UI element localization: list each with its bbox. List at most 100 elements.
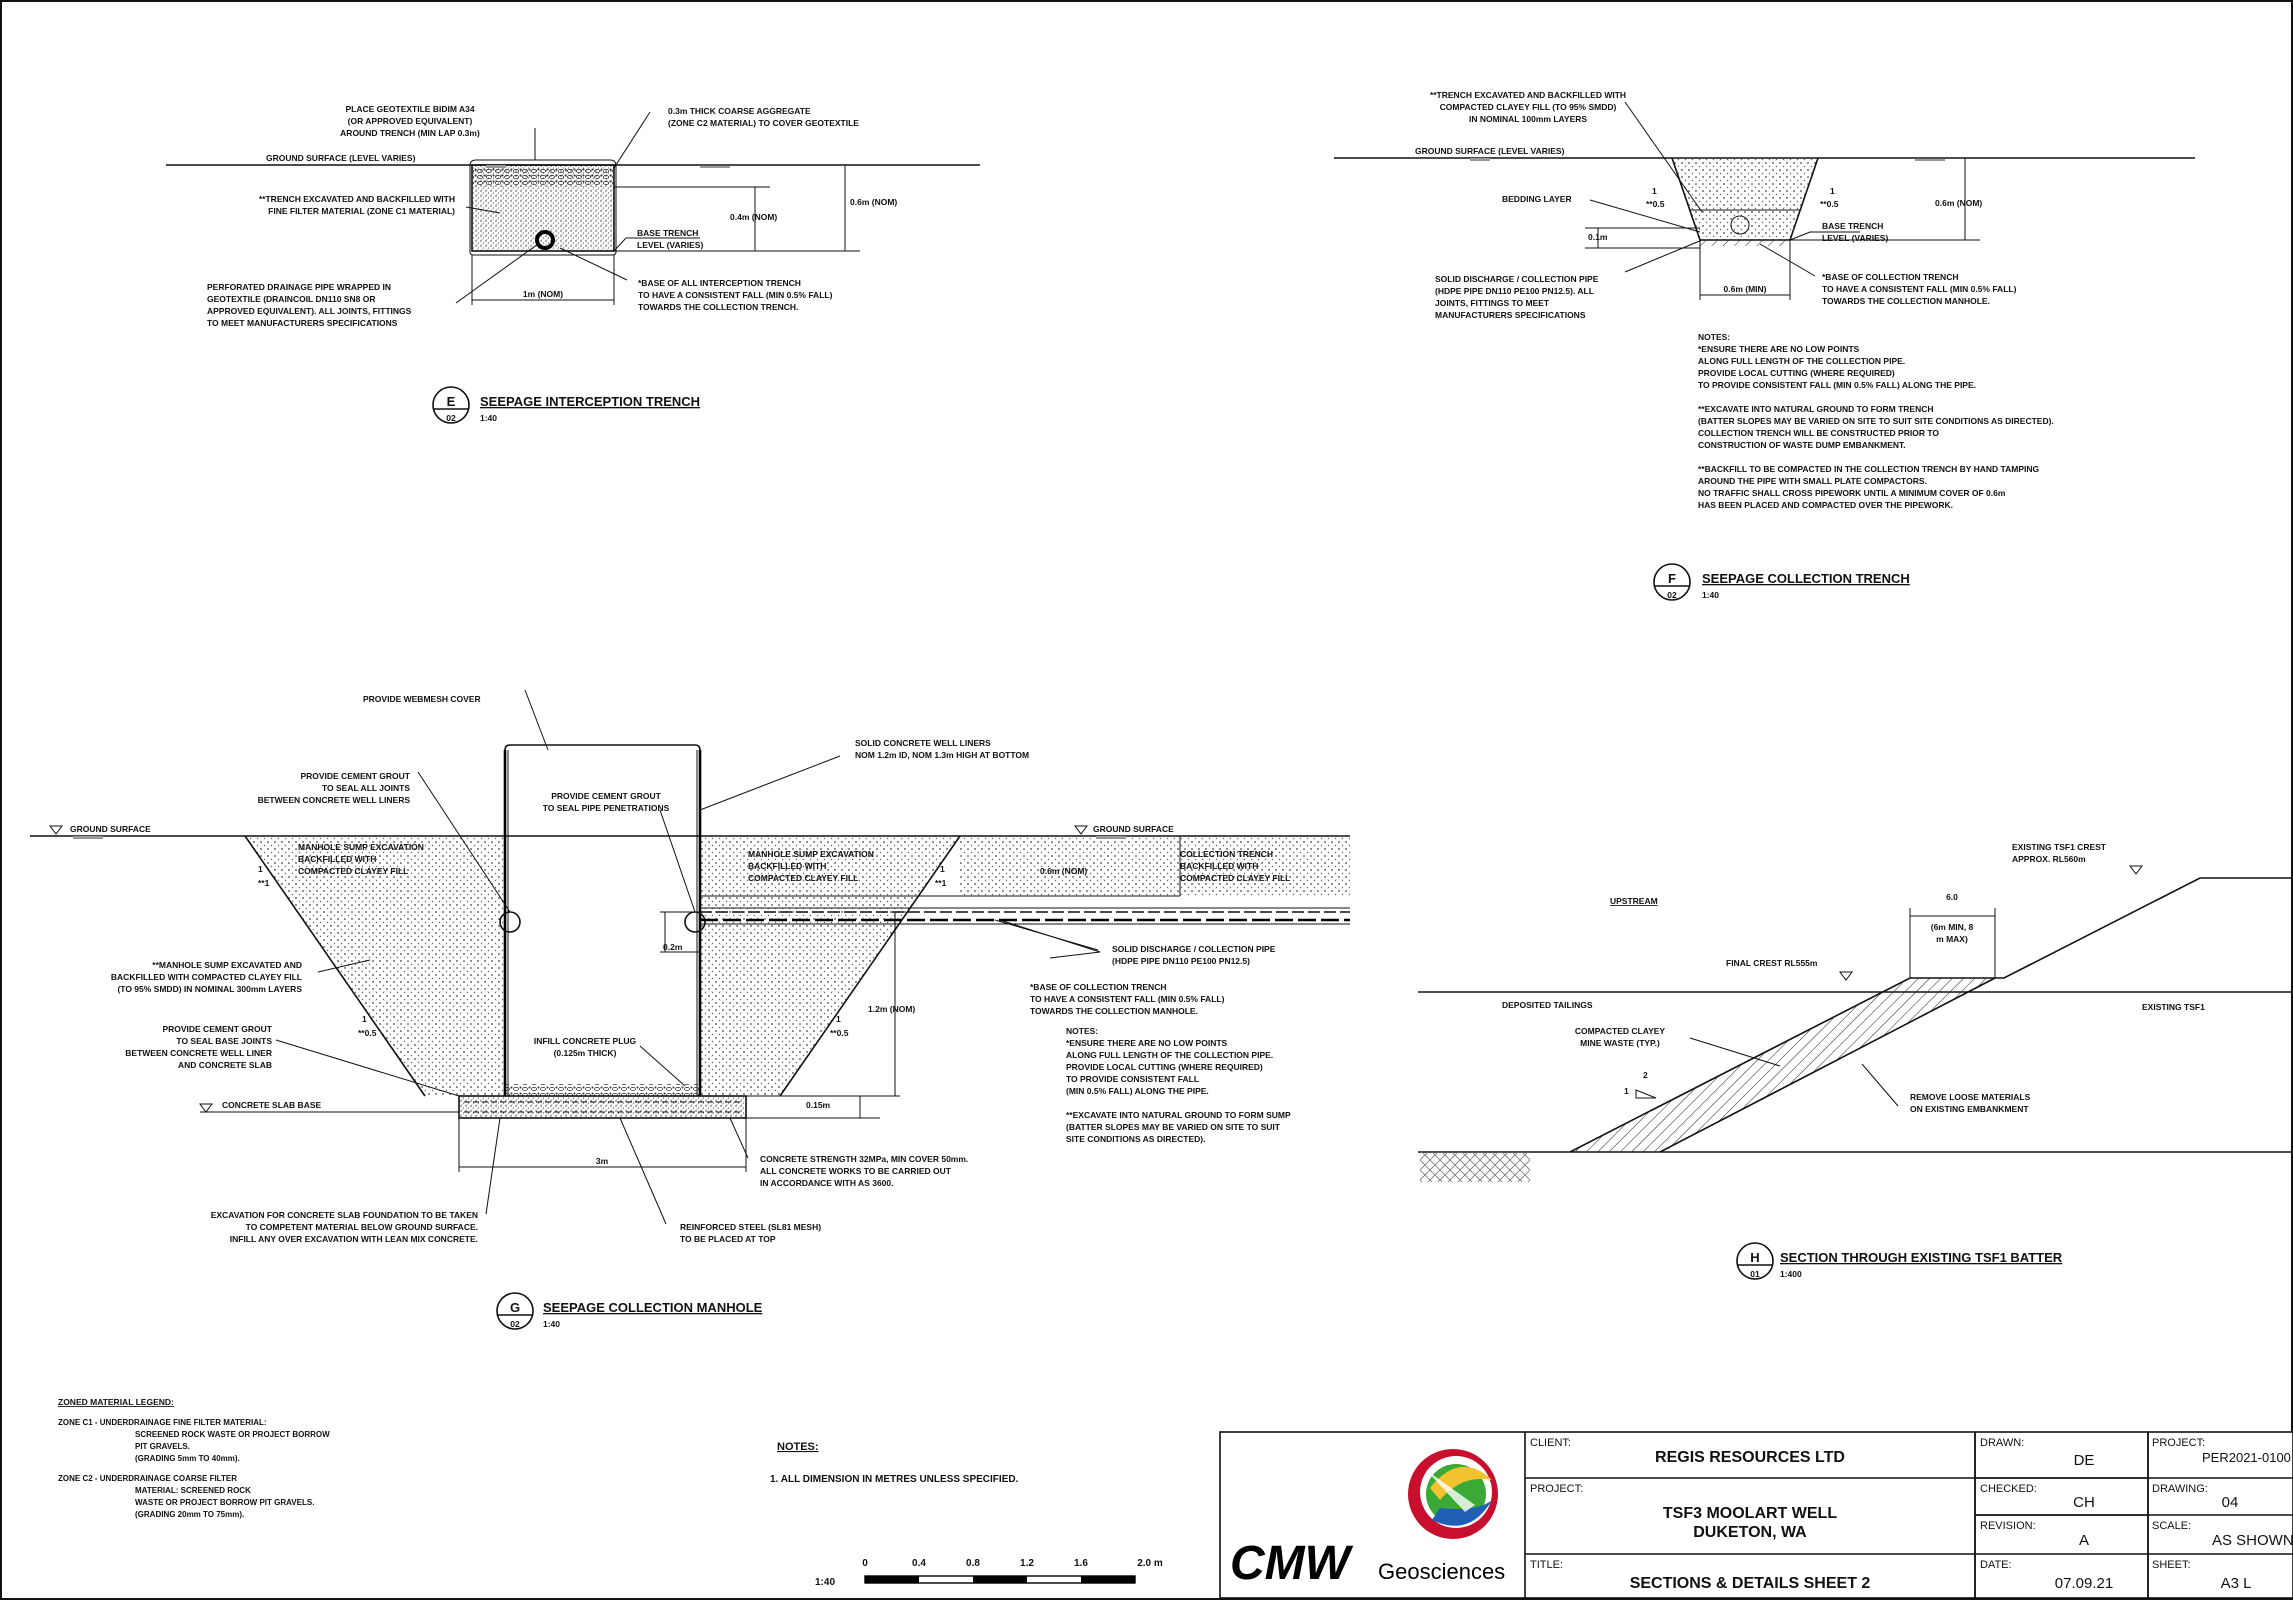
label-excavation: EXCAVATION FOR CONCRETE SLAB FOUNDATION … bbox=[211, 1210, 478, 1220]
dim-min: 0.6m (MIN) bbox=[1724, 284, 1767, 294]
section-g-seepage-collection-manhole: PROVIDE WEBMESH COVER SOLID CONCRETE WEL… bbox=[30, 689, 1350, 1330]
svg-text:MATERIAL: SCREENED ROCK: MATERIAL: SCREENED ROCK bbox=[135, 1486, 251, 1495]
label-base-trench: BASE TRENCH bbox=[1822, 221, 1883, 231]
svg-text:DRAWING:: DRAWING: bbox=[2152, 1483, 2208, 1495]
slope-label: **0.5 bbox=[1820, 199, 1839, 209]
title-block: CMW Geosciences CLIENT: REGIS RESOURCES … bbox=[1219, 1431, 2293, 1599]
label-grout-base: BETWEEN CONCRETE WELL LINER bbox=[125, 1048, 272, 1058]
svg-text:**BACKFILL TO BE COMPACTED IN: **BACKFILL TO BE COMPACTED IN THE COLLEC… bbox=[1698, 464, 2039, 474]
svg-text:(BATTER SLOPES MAY BE VARIED O: (BATTER SLOPES MAY BE VARIED ON SITE TO … bbox=[1698, 416, 2054, 426]
svg-text:ALONG FULL LENGTH OF THE COLLE: ALONG FULL LENGTH OF THE COLLECTION PIPE… bbox=[1066, 1050, 1273, 1060]
label-grout: TO SEAL ALL JOINTS bbox=[322, 783, 410, 793]
label-grout: TO SEAL PIPE PENETRATIONS bbox=[543, 803, 670, 813]
client-label: CLIENT: bbox=[1530, 1437, 1571, 1449]
logo-subtext: Geosciences bbox=[1378, 1559, 1505, 1584]
label-trench: IN NOMINAL 100mm LAYERS bbox=[1469, 114, 1587, 124]
svg-text:PROVIDE LOCAL CUTTING (WHERE R: PROVIDE LOCAL CUTTING (WHERE REQUIRED) bbox=[1066, 1062, 1263, 1072]
svg-text:1: 1 bbox=[836, 1014, 841, 1024]
label-concrete: CONCRETE STRENGTH 32MPa, MIN COVER 50mm. bbox=[760, 1154, 968, 1164]
label-geotextile: AROUND TRENCH (MIN LAP 0.3m) bbox=[340, 128, 480, 138]
label-geotextile: PLACE GEOTEXTILE BIDIM A34 bbox=[345, 104, 474, 114]
svg-text:SITE CONDITIONS AS DIRECTED).: SITE CONDITIONS AS DIRECTED). bbox=[1066, 1134, 1205, 1144]
label-sump-excavated: BACKFILLED WITH COMPACTED CLAYEY FILL bbox=[111, 972, 302, 982]
section-marker-f: F 02 SEEPAGE COLLECTION TRENCH 1:40 bbox=[1653, 563, 1910, 601]
svg-text:PROVIDE LOCAL CUTTING (WHERE R: PROVIDE LOCAL CUTTING (WHERE REQUIRED) bbox=[1698, 368, 1895, 378]
label-trench: **TRENCH EXCAVATED AND BACKFILLED WITH bbox=[1430, 90, 1626, 100]
svg-text:1.6: 1.6 bbox=[1074, 1558, 1088, 1569]
label-plug: (0.125m THICK) bbox=[554, 1048, 617, 1058]
svg-text:CHECKED:: CHECKED: bbox=[1980, 1483, 2037, 1495]
slope-label: 1 bbox=[1652, 186, 1657, 196]
label-grout: PROVIDE CEMENT GROUT bbox=[300, 771, 410, 781]
svg-text:(GRADING 5mm TO 40mm).: (GRADING 5mm TO 40mm). bbox=[135, 1454, 240, 1463]
svg-text:DRAWN:: DRAWN: bbox=[1980, 1437, 2024, 1449]
label-mine-waste: MINE WASTE (TYP.) bbox=[1580, 1038, 1660, 1048]
label-sump: BACKFILLED WITH bbox=[298, 854, 376, 864]
dim-0-15m: 0.15m bbox=[806, 1100, 831, 1110]
drawing-scale: AS SHOWN bbox=[2212, 1532, 2293, 1549]
svg-text:*ENSURE THERE ARE NO LOW POINT: *ENSURE THERE ARE NO LOW POINTS bbox=[1066, 1038, 1228, 1048]
label-pipe: JOINTS, FITTINGS TO MEET bbox=[1435, 298, 1550, 308]
svg-text:0: 0 bbox=[862, 1558, 868, 1569]
svg-text:ZONE C2 - UNDERDRAINAGE COARS: ZONE C2 - UNDERDRAINAGE COARSE FILTER bbox=[58, 1474, 237, 1483]
label-collection-trench: COMPACTED CLAYEY FILL bbox=[1180, 873, 1290, 883]
company-logo: CMW Geosciences bbox=[1230, 1449, 1505, 1590]
svg-text:1:40: 1:40 bbox=[543, 1319, 560, 1329]
dim-range: m MAX) bbox=[1936, 934, 1968, 944]
label-fall: TOWARDS THE COLLECTION MANHOLE. bbox=[1030, 1006, 1198, 1016]
section-h-tsf1-batter: EXISTING TSF1 CREST APPROX. RL560m UPSTR… bbox=[1418, 842, 2293, 1280]
project-label: PROJECT: bbox=[1530, 1483, 1583, 1495]
dim-0-6m: 0.6m (NOM) bbox=[1040, 866, 1087, 876]
svg-text:NO TRAFFIC SHALL CROSS PIPEWOR: NO TRAFFIC SHALL CROSS PIPEWORK UNTIL A … bbox=[1698, 488, 2006, 498]
label-crest: EXISTING TSF1 CREST bbox=[2012, 842, 2107, 852]
svg-text:**EXCAVATE INTO NATURAL GROUND: **EXCAVATE INTO NATURAL GROUND TO FORM T… bbox=[1698, 404, 1934, 414]
svg-text:(GRADING 20mm TO 75mm).: (GRADING 20mm TO 75mm). bbox=[135, 1510, 244, 1519]
dim-6-0: 6.0 bbox=[1946, 892, 1958, 902]
checked-by: CH bbox=[2073, 1494, 2095, 1511]
label-sump: MANHOLE SUMP EXCAVATION bbox=[298, 842, 424, 852]
client-name: REGIS RESOURCES LTD bbox=[1655, 1449, 1845, 1466]
label-concrete: ALL CONCRETE WORKS TO BE CARRIED OUT bbox=[760, 1166, 952, 1176]
section-marker-e: E 02 SEEPAGE INTERCEPTION TRENCH 1:40 bbox=[432, 386, 700, 424]
label-pipe: (HDPE PIPE DN110 PE100 PN12.5). ALL bbox=[1435, 286, 1594, 296]
svg-text:E: E bbox=[447, 394, 456, 409]
label-aggregate: 0.3m THICK COARSE AGGREGATE bbox=[668, 106, 811, 116]
label-sump: MANHOLE SUMP EXCAVATION bbox=[748, 849, 874, 859]
svg-text:1:40: 1:40 bbox=[815, 1577, 835, 1588]
svg-text:01: 01 bbox=[1750, 1269, 1760, 1279]
label-sump-excavated: **MANHOLE SUMP EXCAVATED AND bbox=[152, 960, 302, 970]
label-pipe: GEOTEXTILE (DRAINCOIL DN110 SN8 OR bbox=[207, 294, 375, 304]
svg-text:2: 2 bbox=[1643, 1070, 1648, 1080]
label-crest: APPROX. RL560m bbox=[2012, 854, 2086, 864]
svg-text:**1: **1 bbox=[258, 878, 270, 888]
svg-text:**EXCAVATE INTO NATURAL GROUND: **EXCAVATE INTO NATURAL GROUND TO FORM S… bbox=[1066, 1110, 1291, 1120]
label-ground-surface: GROUND SURFACE (LEVEL VARIES) bbox=[1415, 146, 1565, 156]
svg-text:DATE:: DATE: bbox=[1980, 1559, 2012, 1571]
svg-text:1. ALL DIMENSION IN METRES: 1. ALL DIMENSION IN METRES UNLESS SPECIF… bbox=[770, 1474, 1019, 1485]
svg-text:AROUND THE PIPE WITH SMALL PLA: AROUND THE PIPE WITH SMALL PLATE COMPACT… bbox=[1698, 476, 1927, 486]
label-ground-surface: GROUND SURFACE bbox=[70, 824, 151, 834]
label-collection-trench: BACKFILLED WITH bbox=[1180, 861, 1258, 871]
label-sump: COMPACTED CLAYEY FILL bbox=[298, 866, 408, 876]
label-sump: BACKFILLED WITH bbox=[748, 861, 826, 871]
label-backfill: FINE FILTER MATERIAL (ZONE C1 MATERIAL) bbox=[268, 206, 455, 216]
svg-text:1: 1 bbox=[940, 864, 945, 874]
sheet-size: A3 L bbox=[2221, 1575, 2252, 1592]
label-upstream: UPSTREAM bbox=[1610, 896, 1658, 906]
label-ground-surface: GROUND SURFACE bbox=[1093, 824, 1174, 834]
svg-text:ZONED MATERIAL LEGEND:: ZONED MATERIAL LEGEND: bbox=[58, 1397, 174, 1407]
svg-text:1:40: 1:40 bbox=[480, 413, 497, 423]
svg-text:REVISION:: REVISION: bbox=[1980, 1520, 2036, 1532]
label-ground-surface: GROUND SURFACE (LEVEL VARIES) bbox=[266, 153, 416, 163]
label-plug: INFILL CONCRETE PLUG bbox=[534, 1036, 637, 1046]
title-label: TITLE: bbox=[1530, 1559, 1563, 1571]
label-backfill: **TRENCH EXCAVATED AND BACKFILLED WITH bbox=[259, 194, 455, 204]
project-name: TSF3 MOOLART WELL bbox=[1663, 1505, 1837, 1522]
svg-text:0.4: 0.4 bbox=[912, 1558, 926, 1569]
section-f-seepage-collection-trench: **TRENCH EXCAVATED AND BACKFILLED WITH C… bbox=[1334, 90, 2195, 601]
svg-text:NOTES:: NOTES: bbox=[1698, 332, 1730, 342]
svg-text:NOTES:: NOTES: bbox=[777, 1441, 819, 1453]
label-collection-trench: COLLECTION TRENCH bbox=[1180, 849, 1273, 859]
label-mine-waste: COMPACTED CLAYEY bbox=[1575, 1026, 1666, 1036]
